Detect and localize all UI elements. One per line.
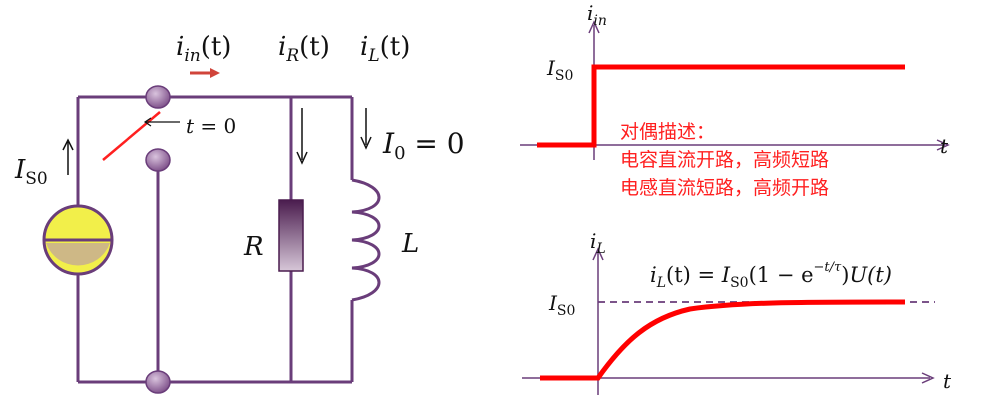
label-initial-current: I0 = 0 <box>382 127 465 164</box>
label-source: IS0 <box>14 155 48 189</box>
circuit <box>76 95 354 384</box>
top-x-label: t <box>940 134 949 158</box>
inductor <box>351 178 381 302</box>
switch-blade <box>102 111 161 161</box>
top-plot: iin t IS0 对偶描述： 电容直流开路，高频短路 电感直流短路，高频开路 <box>520 1 950 199</box>
label-i-r: iR(t) <box>278 32 330 66</box>
source-arrow <box>62 138 74 175</box>
top-level-label: IS0 <box>546 56 573 84</box>
node-bottom <box>145 370 171 394</box>
note-line-1: 对偶描述： <box>620 121 715 143</box>
label-i-l: iL(t) <box>360 32 410 66</box>
bottom-x-label: t <box>943 369 952 393</box>
top-trace <box>537 64 905 148</box>
note-line-3: 电感直流短路，高频开路 <box>620 177 829 199</box>
label-i-in: iin(t) <box>176 32 231 66</box>
resistor-current-arrow <box>296 108 308 165</box>
bottom-y-label: iL <box>590 229 606 257</box>
node-switch <box>145 148 171 172</box>
bottom-plot: iL t IS0 iL(t) = IS0(1 − e−t/τ)U(t) <box>522 229 952 395</box>
input-current-arrow <box>190 68 220 78</box>
resistor <box>278 199 304 272</box>
label-switch-time: t = 0 <box>186 114 236 138</box>
note-line-2: 电容直流开路，高频短路 <box>620 149 829 171</box>
inductor-current-arrow <box>360 108 372 150</box>
label-inductor: L <box>401 229 419 259</box>
node-top <box>145 85 171 109</box>
label-resistor: R <box>243 232 264 262</box>
current-source <box>42 204 114 276</box>
top-y-label: iin <box>587 1 607 29</box>
bottom-trace <box>540 299 906 381</box>
response-formula: iL(t) = IS0(1 − e−t/τ)U(t) <box>650 260 892 291</box>
bottom-level-label: IS0 <box>548 291 575 319</box>
